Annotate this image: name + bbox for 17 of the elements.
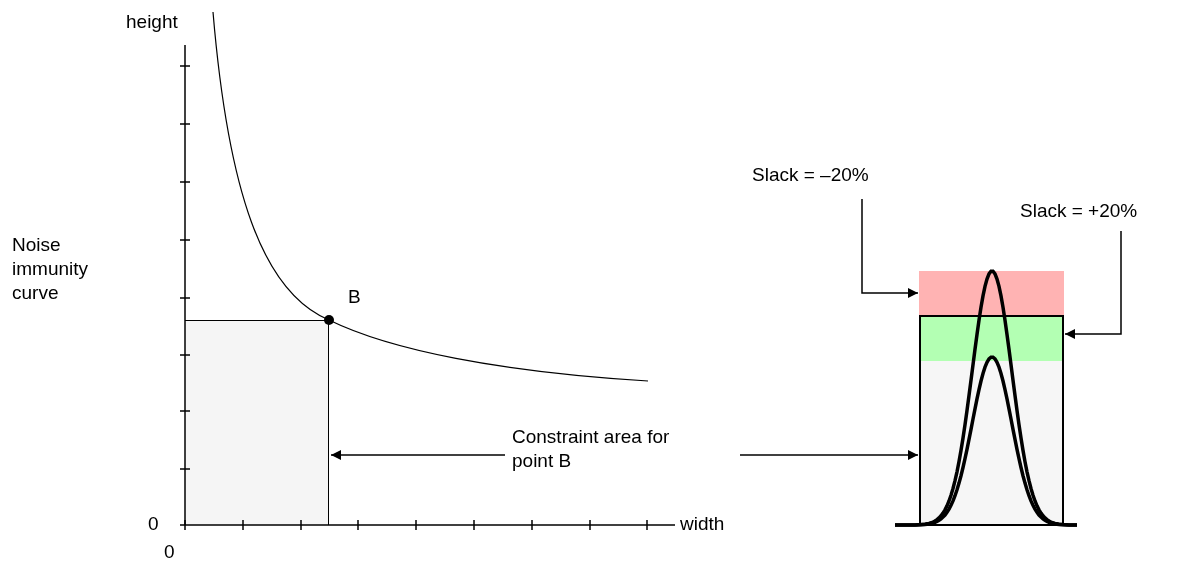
arrow bbox=[861, 198, 919, 298]
constraint-area bbox=[185, 320, 329, 525]
slack-label: Slack = –20% bbox=[752, 163, 932, 187]
arrow bbox=[330, 450, 506, 460]
arrow bbox=[739, 450, 919, 460]
axis-label: width bbox=[680, 512, 725, 536]
axis-origin-label: 0 bbox=[148, 512, 159, 536]
margin-band bbox=[921, 317, 1062, 361]
axis-label: height bbox=[126, 10, 178, 34]
point-label: B bbox=[348, 285, 361, 309]
axis-origin-label: 0 bbox=[164, 540, 175, 564]
slack-label: Slack = +20% bbox=[1020, 199, 1190, 223]
annotation-text: Constraint area for point B bbox=[512, 425, 712, 473]
constraint-area bbox=[919, 315, 1064, 526]
violation-band bbox=[919, 271, 1064, 315]
curve-label: Noise immunity curve bbox=[12, 233, 89, 305]
arrow bbox=[1064, 230, 1122, 339]
